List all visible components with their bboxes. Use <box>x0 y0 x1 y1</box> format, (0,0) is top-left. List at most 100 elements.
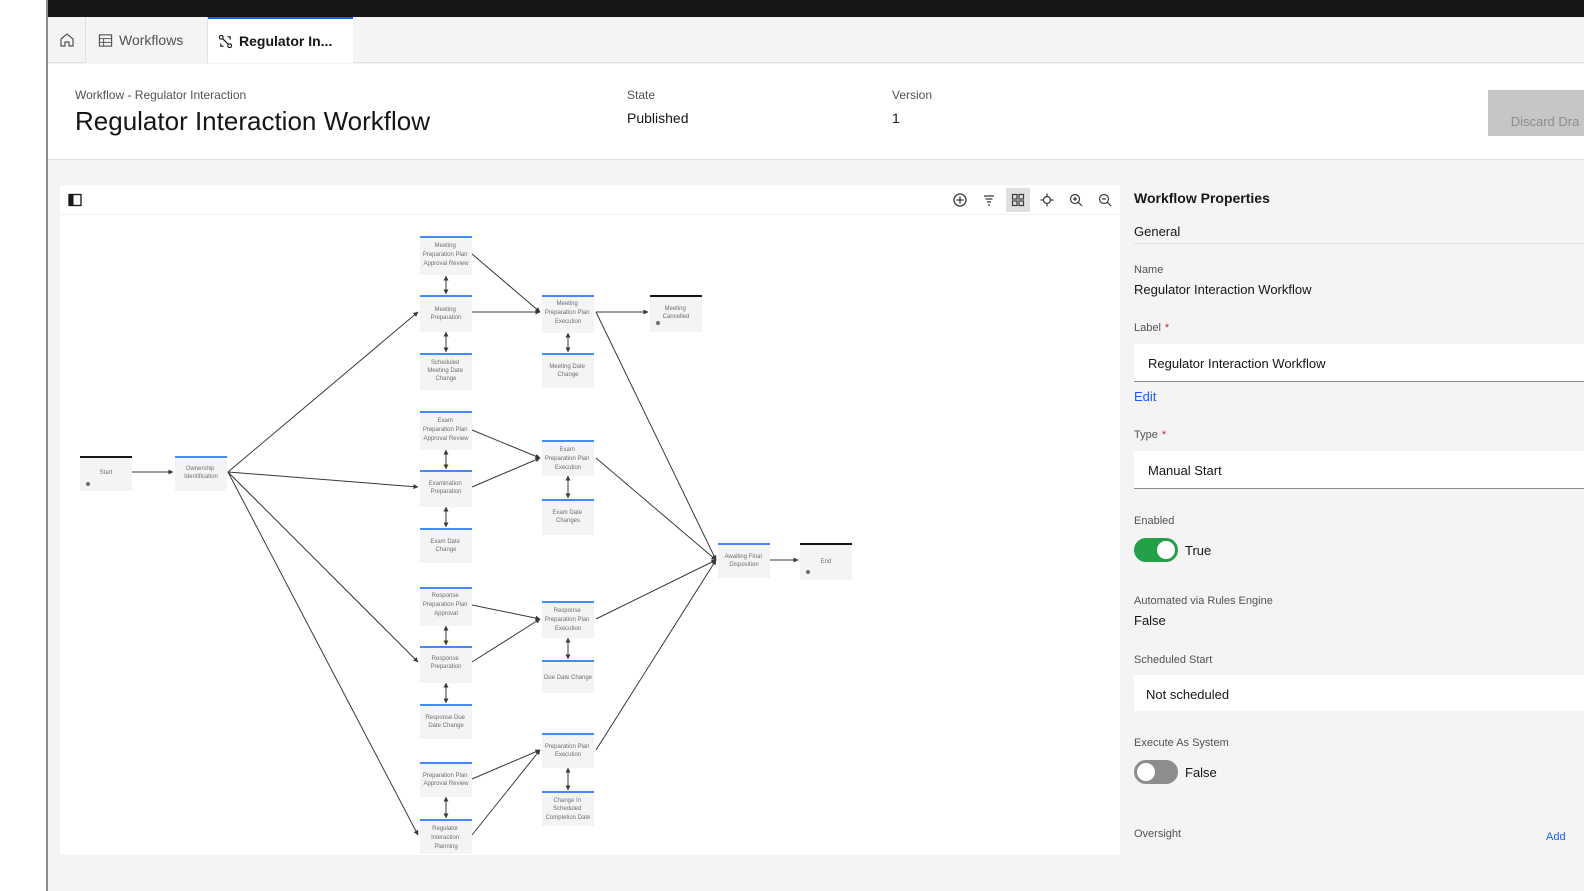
node-exam-date-changes[interactable]: Exam Date Changes <box>542 499 594 535</box>
zoom-out-icon <box>1098 193 1112 207</box>
node-response-preparation[interactable]: Response Preparation <box>420 646 472 683</box>
oversight-label: Oversight <box>1134 828 1182 840</box>
node-due-date-change[interactable]: Due Date Change <box>542 660 594 693</box>
node-meeting-preparation[interactable]: Meeting Preparation <box>420 295 472 332</box>
tab-home[interactable] <box>48 17 86 63</box>
workflow-properties-panel: Workflow Properties General Name Regulat… <box>1120 185 1584 891</box>
node-meeting-prep-plan-execution[interactable]: Meeting Preparation Plan Execution <box>542 295 594 333</box>
grid-icon <box>1011 193 1025 207</box>
tab-workflows[interactable]: Workflows <box>86 17 208 63</box>
svg-text:Change In Scheduled: Change In Scheduled Completion Date <box>546 798 591 821</box>
diagram-canvas: Start Ownership Identification Meeting P… <box>60 185 1120 855</box>
tab-workflows-label: Workflows <box>119 32 184 48</box>
center-button[interactable] <box>1035 188 1059 212</box>
workflow-icon <box>218 34 233 48</box>
scheduled-start-field[interactable]: Not scheduled <box>1134 675 1584 711</box>
enabled-toggle[interactable] <box>1134 538 1178 562</box>
execute-as-system-toggle[interactable] <box>1134 760 1178 784</box>
label-field-label: Label* <box>1134 322 1170 334</box>
node-meeting-prep-plan-approval-review[interactable]: Meeting Preparation Plan Approval Review <box>420 236 472 275</box>
breadcrumb: Workflow - Regulator Interaction <box>75 88 247 102</box>
state-value: Published <box>627 110 689 126</box>
version-label: Version <box>892 88 933 102</box>
node-end[interactable]: End <box>800 543 852 580</box>
type-select[interactable]: Manual Start <box>1134 451 1584 489</box>
canvas-toolbar <box>60 185 1120 215</box>
svg-text:Due Date Change: Due Date Change <box>544 675 593 681</box>
svg-text:Exam Date Change: Exam Date Change <box>430 539 461 553</box>
left-edge <box>0 0 48 891</box>
node-exam-prep-plan-approval-review[interactable]: Exam Preparation Plan Approval Review <box>420 411 472 450</box>
panel-toggle-icon <box>68 193 82 207</box>
add-node-button[interactable] <box>948 188 972 212</box>
node-start[interactable]: Start <box>80 456 132 491</box>
svg-text:Ownership Identificati: Ownership Identification <box>184 466 218 480</box>
node-awaiting-final-disposition[interactable]: Awaiting Final Disposition <box>718 543 770 578</box>
panel-title: Workflow Properties <box>1134 190 1270 206</box>
zoom-out-button[interactable] <box>1093 188 1117 212</box>
name-value: Regulator Interaction Workflow <box>1134 282 1312 297</box>
svg-text:Meeting Cancelled: Meeting Cancelled <box>663 306 690 320</box>
svg-text:Meeting Date Change: Meeting Date Change <box>549 364 586 378</box>
node-response-prep-plan-approval[interactable]: Response Preparation Plan Approval <box>420 587 472 626</box>
add-circle-icon <box>953 193 967 207</box>
node-change-in-scheduled-completion-date[interactable]: Change In Scheduled Completion Date <box>542 791 594 826</box>
enabled-value: True <box>1185 543 1212 558</box>
node-examination-preparation[interactable]: Examination Preparation <box>420 470 472 507</box>
label-input[interactable]: Regulator Interaction Workflow <box>1134 344 1584 382</box>
execute-as-system-value: False <box>1185 765 1217 780</box>
svg-text:Meeting Preparation Pl: Meeting Preparation Plan Execution <box>545 301 591 325</box>
table-icon <box>98 33 113 47</box>
node-meeting-cancelled[interactable]: Meeting Cancelled <box>650 295 702 332</box>
node-end-label: End <box>821 559 832 565</box>
node-preparation-plan-approval-review[interactable]: Preparation Plan Approval Review <box>420 762 472 797</box>
scheduled-start-label: Scheduled Start <box>1134 654 1213 666</box>
svg-text:Exam Preparation Plan: Exam Preparation Plan Execution <box>545 447 591 471</box>
svg-text:Response Preparation P: Response Preparation Plan Execution <box>545 608 591 632</box>
node-response-due-date-change[interactable]: Response Due Date Change <box>420 704 472 739</box>
edit-link[interactable]: Edit <box>1134 389 1157 404</box>
add-oversight-link[interactable]: Add <box>1546 831 1566 843</box>
grid-view-button[interactable] <box>1006 188 1030 212</box>
version-value: 1 <box>892 110 900 126</box>
version-block: Version 1 <box>892 88 932 126</box>
svg-text:Exam Preparation Plan: Exam Preparation Plan Approval Review <box>423 418 469 442</box>
node-meeting-date-change[interactable]: Meeting Date Change <box>542 353 594 388</box>
center-icon <box>1040 193 1054 207</box>
page-header: Workflow - Regulator Interaction Regulat… <box>48 64 1584 160</box>
svg-text:Examination Preparatio: Examination Preparation <box>429 481 464 495</box>
state-block: State Published <box>627 88 689 126</box>
tab-regulator-interaction[interactable]: Regulator In... <box>208 17 353 63</box>
node-ownership-line2: Identification <box>184 474 218 480</box>
home-icon <box>59 33 74 47</box>
enabled-label: Enabled <box>1134 515 1175 527</box>
tab-bar: Workflows Regulator In... <box>48 17 1584 63</box>
svg-text:Meeting Preparation Pl: Meeting Preparation Plan Approval Review <box>423 243 469 267</box>
discard-draft-button[interactable]: Discard Dra <box>1488 90 1584 136</box>
node-ownership-identification[interactable]: Ownership Identification <box>175 456 227 491</box>
zoom-in-button[interactable] <box>1064 188 1088 212</box>
tab-general[interactable]: General <box>1134 224 1181 239</box>
page-title: Regulator Interaction Workflow <box>75 106 431 136</box>
svg-text:Awaiting Final Disposi: Awaiting Final Disposition <box>725 554 764 568</box>
node-scheduled-meeting-date-change[interactable]: Scheduled Meeting Date Change <box>420 353 472 390</box>
node-response-prep-plan-execution[interactable]: Response Preparation Plan Execution <box>542 601 594 638</box>
toggle-panel-button[interactable] <box>63 188 87 212</box>
node-preparation-plan-execution[interactable]: Preparation Plan Execution <box>542 733 594 768</box>
automated-label: Automated via Rules Engine <box>1134 595 1273 607</box>
node-exam-prep-plan-execution[interactable]: Exam Preparation Plan Execution <box>542 440 594 476</box>
tab-active-label: Regulator In... <box>239 33 333 49</box>
node-start-label: Start <box>100 470 113 476</box>
node-exam-date-change[interactable]: Exam Date Change <box>420 528 472 563</box>
svg-text:Exam Date Changes: Exam Date Changes <box>552 510 583 524</box>
type-field-label: Type* <box>1134 429 1167 441</box>
top-bar <box>48 0 1584 17</box>
node-regulator-interaction-planning[interactable]: Regulator Interaction Planning <box>420 819 472 854</box>
zoom-in-icon <box>1069 193 1083 207</box>
svg-text:Meeting Preparation: Meeting Preparation <box>430 307 461 321</box>
svg-text:Scheduled Meeting Date: Scheduled Meeting Date Change <box>427 360 464 382</box>
diagram-edges <box>131 253 799 836</box>
align-button[interactable] <box>977 188 1001 212</box>
state-label: State <box>627 88 656 102</box>
workflow-diagram: Start Ownership Identification Meeting P… <box>80 236 852 854</box>
